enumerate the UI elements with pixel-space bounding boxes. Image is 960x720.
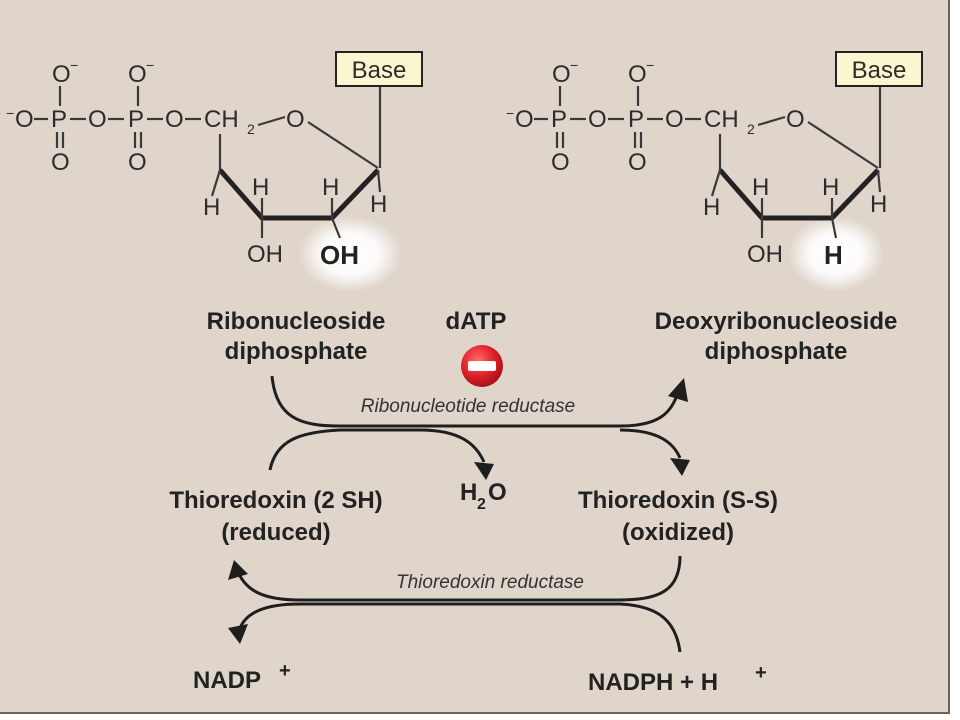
thioredoxin-reductase-label: Thioredoxin reductase (396, 572, 584, 593)
thioredoxin-oxidized-line2: (oxidized) (622, 519, 734, 546)
inhibition-minus-icon (461, 345, 503, 387)
phosphate2-o-top: O (128, 61, 147, 88)
deoxyribonucleoside-label-line2: diphosphate (705, 338, 848, 365)
c4-h: H (703, 194, 720, 221)
bridge-o: O (588, 106, 607, 133)
ribonucleoside-label-line1: Ribonucleoside (207, 308, 386, 335)
base-label: Base (352, 57, 407, 84)
ring-oxygen: O (286, 106, 305, 133)
deoxyribonucleoside-label-line1: Deoxyribonucleoside (655, 308, 898, 335)
ribonucleotide-reductase-label: Ribonucleotide reductase (361, 396, 575, 417)
ester-o: O (665, 106, 684, 133)
c2-h: H (322, 174, 339, 201)
nadph-superscript: + (755, 662, 767, 684)
base-box (835, 51, 923, 87)
thioredoxin-reductase-arrows (228, 555, 682, 653)
water-subscript: 2 (477, 496, 486, 513)
c3-oh: OH (247, 241, 283, 268)
bridge-o: O (88, 106, 107, 133)
ch2-group: CH (204, 106, 239, 133)
h-highlight-glow (788, 216, 884, 292)
thioredoxin-reduced-line1: Thioredoxin (2 SH) (169, 487, 382, 514)
phosphate2-o-top: O (628, 61, 647, 88)
c3-oh: OH (747, 241, 783, 268)
nadph-label: NADPH + H (588, 669, 718, 696)
ch2-group: CH (704, 106, 739, 133)
ribonucleoside-label-line2: diphosphate (225, 338, 368, 365)
ch2-subscript: 2 (247, 121, 255, 137)
phosphate1-o-top: O (552, 61, 571, 88)
edge-strip (950, 0, 960, 720)
nadp-label: NADP (193, 667, 261, 694)
phosphate2-o-bottom: O (628, 149, 647, 176)
ring-oxygen: O (786, 106, 805, 133)
c2-oh-highlight: OH (320, 240, 359, 270)
ribonucleoside-diphosphate-structure: O − − O P O O O − P O O CH 2 (6, 51, 423, 292)
c3-h: H (752, 174, 769, 201)
base-label: Base (852, 57, 907, 84)
ribonucleotide-reductase-arrows (268, 375, 690, 480)
phosphate1-left-charge: − (506, 105, 514, 121)
phosphate1-o-left: O (515, 106, 534, 133)
thioredoxin-oxidized-line1: Thioredoxin (S-S) (578, 487, 778, 514)
datp-label: dATP (446, 308, 507, 335)
phosphate1-o-bottom: O (51, 149, 70, 176)
base-box (335, 51, 423, 87)
water-o: O (488, 479, 507, 506)
ch2-subscript: 2 (747, 121, 755, 137)
thioredoxin-reduced-line2: (reduced) (221, 519, 330, 546)
phosphate2-o-top-charge: − (646, 57, 654, 73)
c2-h: H (822, 174, 839, 201)
phosphate1-o-bottom: O (551, 149, 570, 176)
oh-highlight-glow (298, 216, 402, 292)
phosphate1-o-top-charge: − (570, 57, 578, 73)
phosphate2-o-bottom: O (128, 149, 147, 176)
ester-o: O (165, 106, 184, 133)
phosphate1-p: P (551, 106, 567, 133)
c1-h: H (370, 191, 387, 218)
deoxyribonucleoside-diphosphate-structure: O − − O P O O O − P O O CH 2 (506, 51, 923, 292)
phosphate1-o-top-charge: − (70, 57, 78, 73)
phosphate2-p: P (128, 106, 144, 133)
c3-h: H (252, 174, 269, 201)
phosphate1-p: P (51, 106, 67, 133)
phosphate1-o-left: O (15, 106, 34, 133)
water-h: H (460, 479, 477, 506)
phosphate2-p: P (628, 106, 644, 133)
c2-h-highlight: H (824, 240, 843, 270)
phosphate1-left-charge: − (6, 105, 14, 121)
c4-h: H (203, 194, 220, 221)
c1-h: H (870, 191, 887, 218)
nadp-superscript: + (279, 660, 291, 682)
phosphate2-o-top-charge: − (146, 57, 154, 73)
phosphate1-o-top: O (52, 61, 71, 88)
